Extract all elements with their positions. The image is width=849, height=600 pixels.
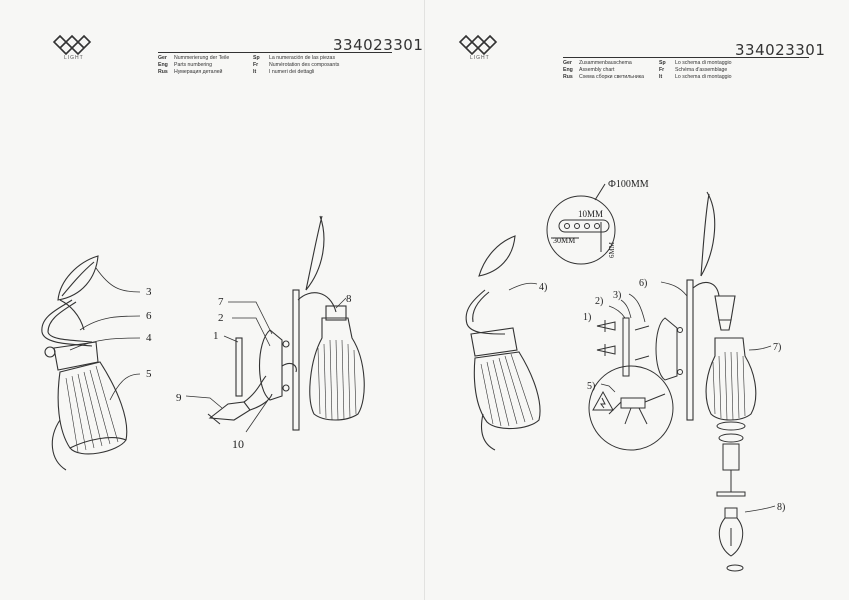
- parts-diagram: 3 6 4 5: [41, 215, 365, 471]
- step-4-shade-ribs: [480, 353, 534, 427]
- part-label-2: 2: [218, 312, 224, 324]
- part-label-4: 4: [146, 332, 152, 344]
- header-rule: [563, 57, 809, 58]
- logo-text: LIGHT: [64, 55, 84, 61]
- step-label-2: 2): [595, 296, 603, 307]
- document-number: 334023301: [735, 41, 826, 59]
- mounting-hardware: [596, 317, 683, 381]
- step-label-3: 3): [613, 290, 621, 301]
- brand-logo-icon: [52, 34, 92, 56]
- step-7-shade-ribs: [712, 351, 746, 421]
- template-depth: 6MM: [608, 241, 616, 258]
- socket-and-bulb-drawing: [716, 421, 746, 572]
- step-label-5: 5): [587, 381, 595, 392]
- shade-ribs: [65, 365, 119, 453]
- lamp-exploded-drawing: [207, 215, 365, 431]
- header-rule: [158, 52, 392, 53]
- brand-logo-icon: [458, 34, 498, 56]
- drill-template: [546, 183, 616, 265]
- part-label-6: 6: [146, 310, 152, 322]
- part-label-9: 9: [176, 392, 182, 404]
- wiring-detail: [588, 365, 674, 451]
- step-label-7: 7): [773, 342, 781, 353]
- exploded-leaders: [185, 297, 347, 433]
- part-label-3: 3: [146, 286, 152, 298]
- template-spacing: 10MM: [578, 209, 603, 219]
- assembly-diagram: Ф100ММ 10MM 30MM 6MM 4): [465, 179, 785, 572]
- template-width: 30MM: [553, 236, 575, 245]
- step-label-1: 1): [583, 312, 591, 323]
- part-label-1: 1: [213, 330, 219, 342]
- step-label-4: 4): [539, 282, 547, 293]
- step-label-6: 6): [639, 278, 647, 289]
- lamp-overview-drawing: [41, 255, 128, 471]
- exploded-shade-ribs: [317, 339, 357, 421]
- part-label-10: 10: [232, 437, 244, 451]
- part-label-8: 8: [346, 293, 352, 305]
- step-label-8: 8): [777, 502, 785, 513]
- logo-text: LIGHT: [470, 55, 490, 61]
- lamp-arm-drawing: [686, 191, 736, 421]
- document-number: 334023301: [333, 36, 424, 54]
- part-leaders: [69, 267, 141, 401]
- part-label-7: 7: [218, 296, 224, 308]
- template-diameter: Ф100ММ: [608, 179, 649, 190]
- part-label-5: 5: [146, 368, 152, 380]
- step-4-lamp-drawing: [465, 235, 541, 451]
